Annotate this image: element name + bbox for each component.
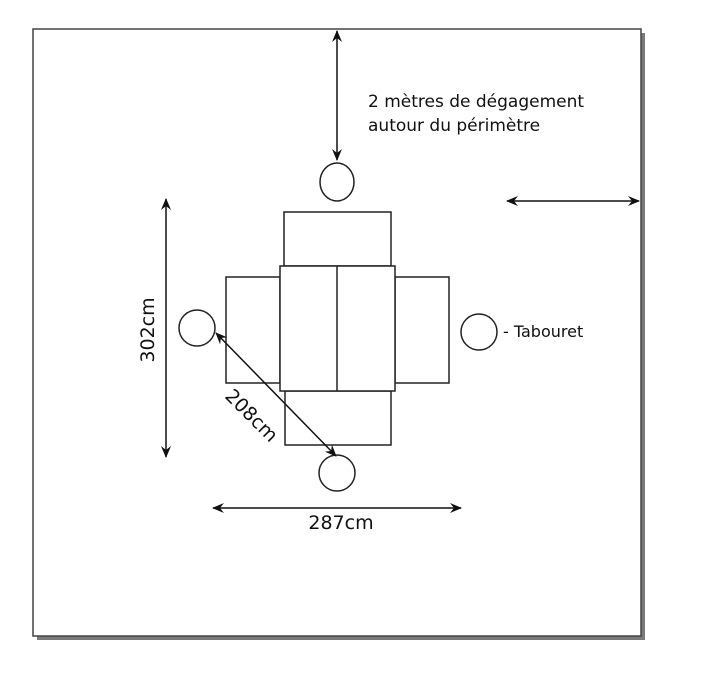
stool-bottom <box>318 454 356 492</box>
stool-top <box>319 162 355 202</box>
stool-label: - Tabouret <box>503 322 583 341</box>
stool-right <box>460 313 498 351</box>
bench-right <box>394 276 450 384</box>
stool-left <box>178 309 216 347</box>
bench-left <box>225 276 281 384</box>
width-dimension-label: 287cm <box>308 512 373 534</box>
clearance-note-line1: 2 mètres de dégagement <box>368 92 584 112</box>
clearance-note-line2: autour du périmètre <box>368 116 540 136</box>
bench-bottom <box>284 390 392 446</box>
diagonal-dimension-arrow <box>215 332 337 457</box>
bench-top <box>283 211 392 267</box>
height-dimension-label: 302cm <box>137 297 159 362</box>
